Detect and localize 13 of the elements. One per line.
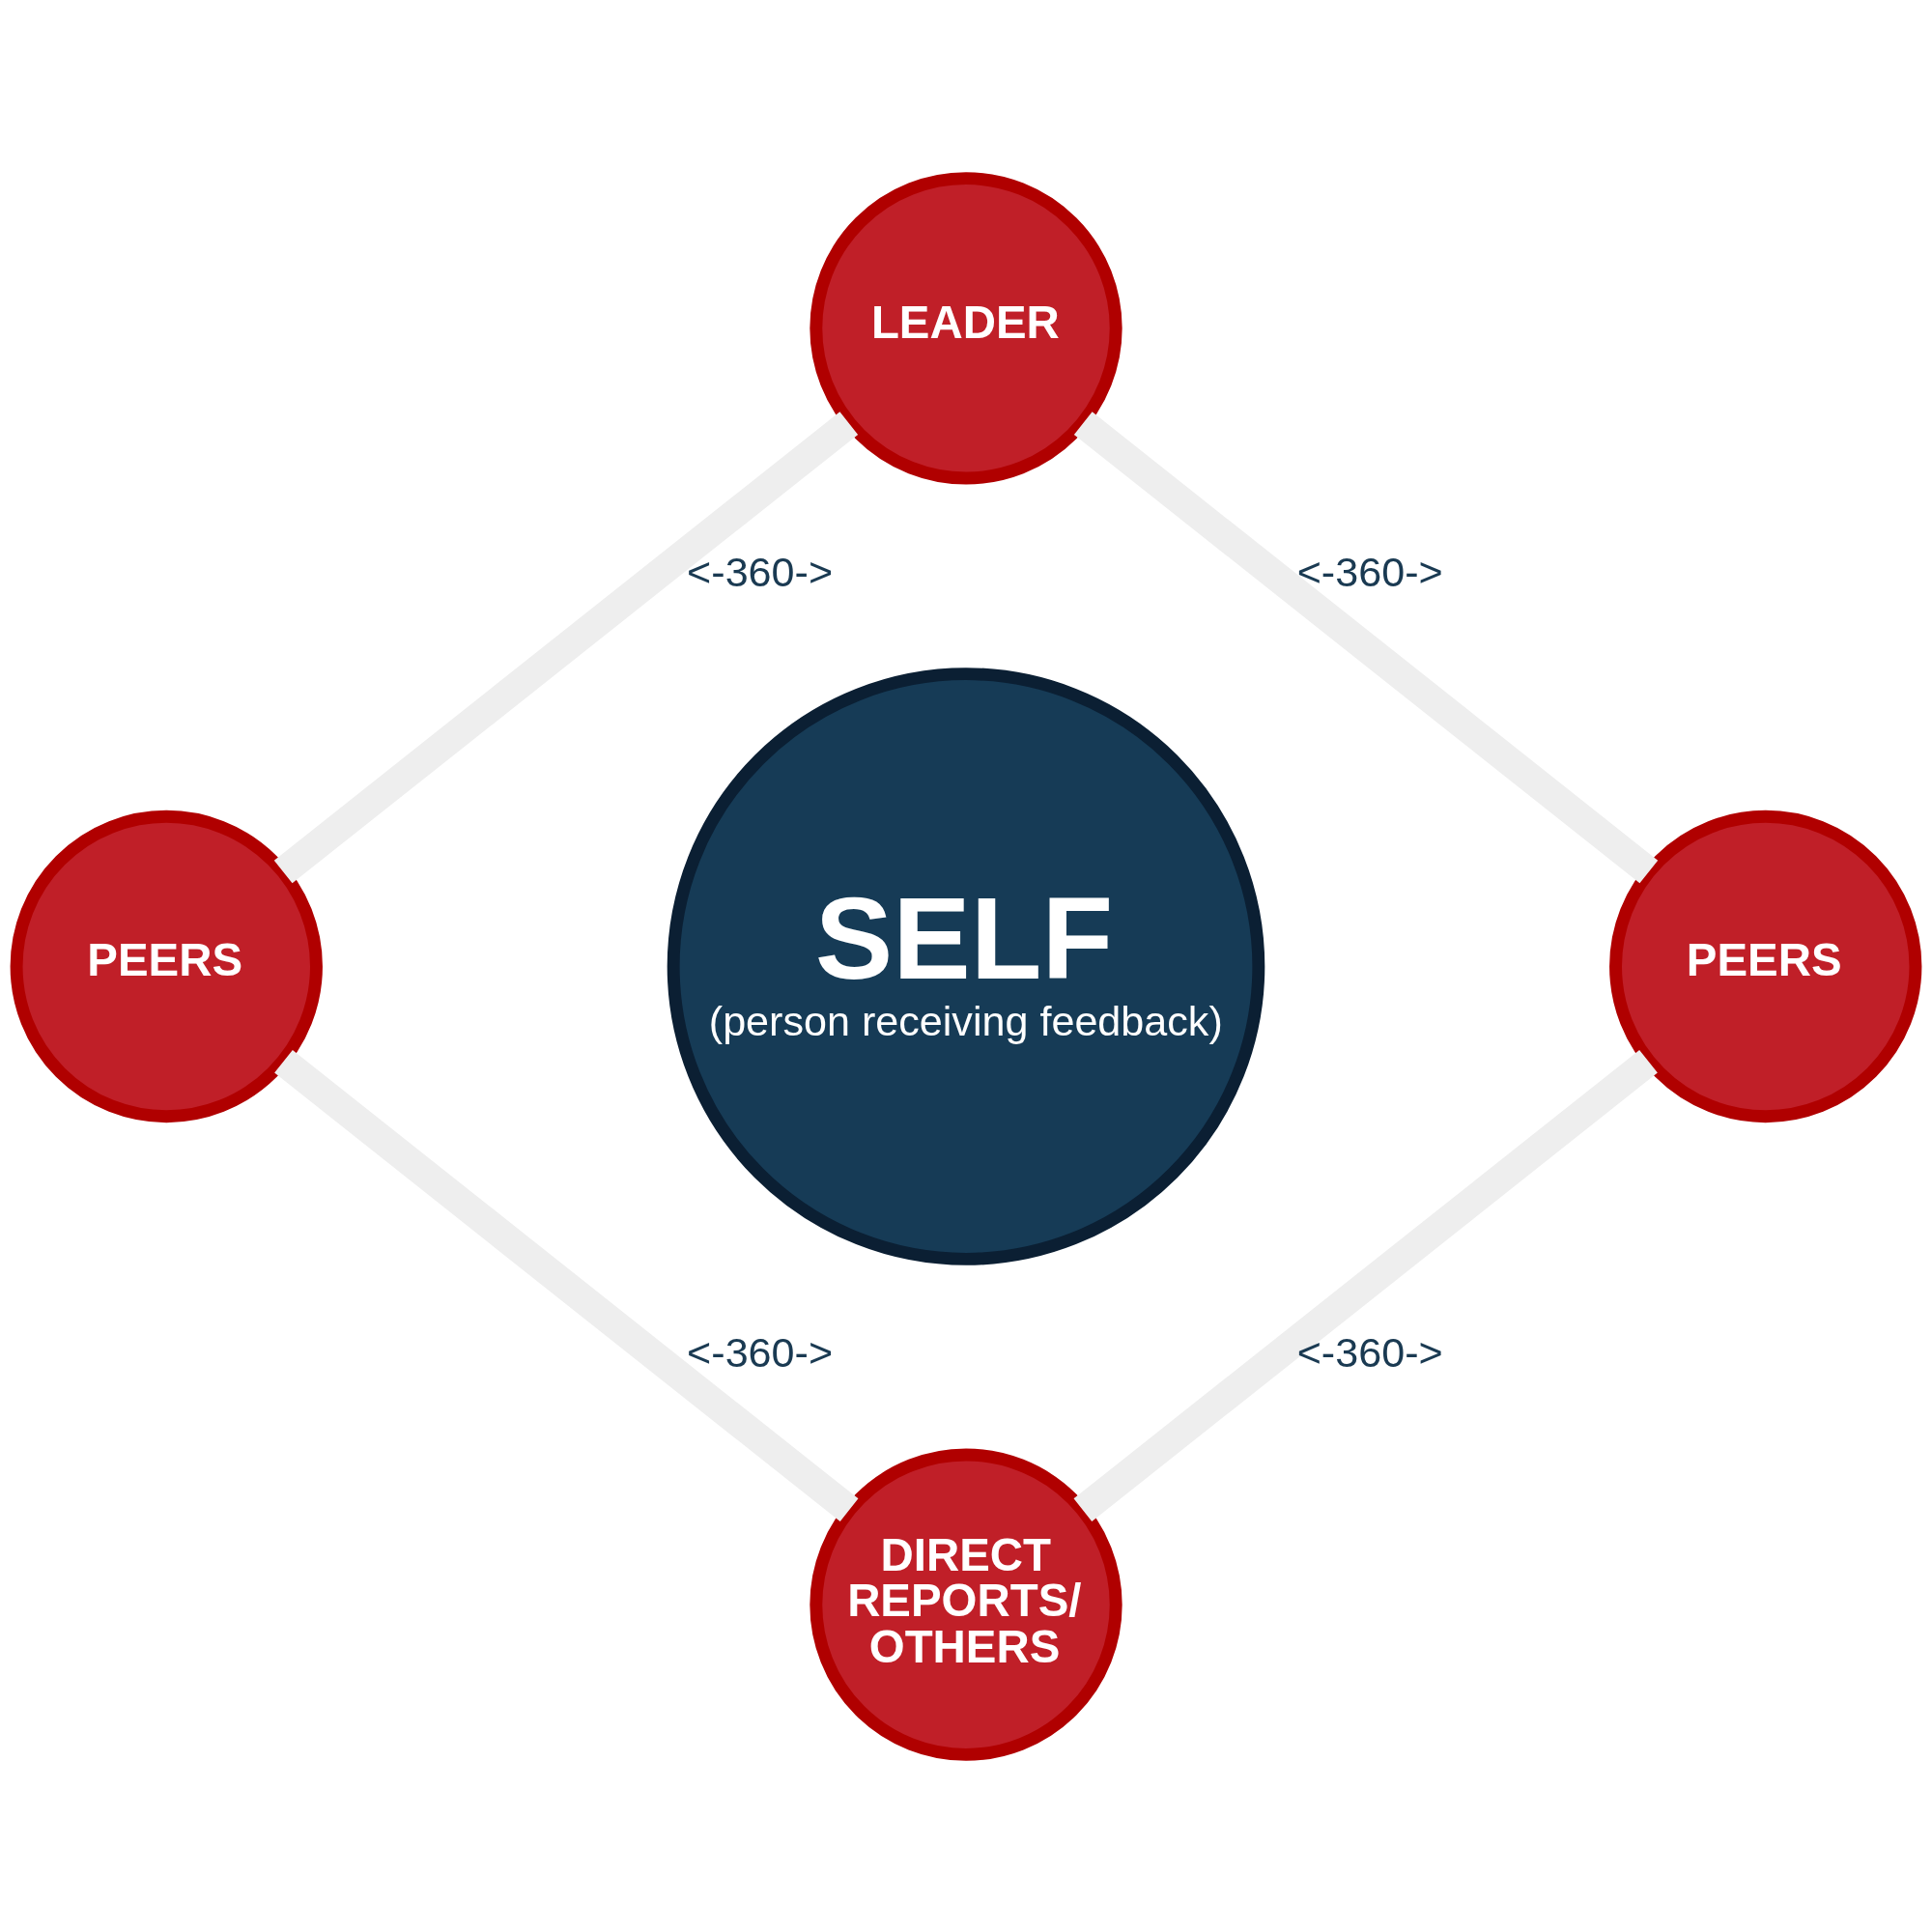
node-circle: DIRECT REPORTS/ OTHERS — [810, 1448, 1122, 1761]
connector — [273, 411, 859, 883]
edge-label: <-360-> — [1296, 1328, 1443, 1376]
node-circle: PEERS — [10, 810, 323, 1122]
node-circle: PEERS — [1609, 810, 1922, 1122]
connector — [1073, 1049, 1658, 1521]
connector — [274, 1049, 859, 1521]
edge-label: <-360-> — [687, 548, 834, 595]
connector — [1073, 411, 1659, 883]
edge-label: <-360-> — [687, 1328, 834, 1376]
node-circle: LEADER — [810, 171, 1122, 484]
edge-label: <-360-> — [1296, 548, 1443, 595]
node-circle: SELF (person receiving feedback) — [667, 667, 1265, 1265]
